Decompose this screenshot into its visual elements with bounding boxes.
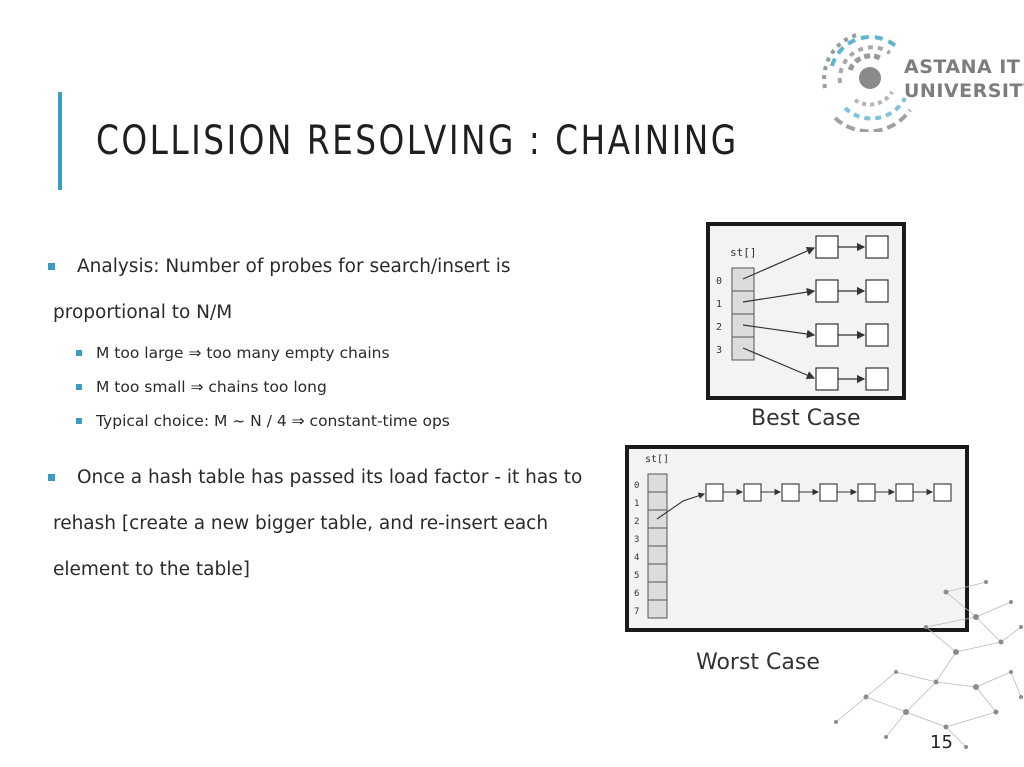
bullet-marker	[48, 474, 55, 481]
worst-case-index: 5	[634, 571, 639, 581]
best-case-array	[731, 267, 755, 361]
logo-text-line2: UNIVERSITY	[904, 80, 1024, 102]
sub-bullet-too-small: M too small ⇒ chains too long	[76, 377, 327, 397]
bullet-marker	[76, 384, 82, 390]
best-case-index: 1	[716, 299, 722, 310]
best-case-index: 3	[716, 345, 722, 356]
worst-case-array	[647, 473, 668, 619]
best-case-index: 2	[716, 322, 722, 333]
worst-case-diagram: st[] 0 1 2 3 4 5 6 7	[625, 445, 969, 632]
sub-bullet-too-large: M too large ⇒ too many empty chains	[76, 343, 390, 363]
best-case-chains	[815, 235, 889, 391]
bullet-analysis-text: Analysis: Number of probes for search/in…	[53, 256, 511, 323]
best-case-caption: Best Case	[751, 406, 861, 431]
slide-title: COLLISION RESOLVING : CHAINING	[96, 118, 739, 164]
bullet-marker	[76, 350, 82, 356]
bullet-rehash-text: Once a hash table has passed its load fa…	[53, 467, 583, 580]
worst-case-array-label: st[]	[645, 454, 669, 465]
worst-case-index: 0	[634, 481, 639, 491]
network-decoration-icon	[834, 580, 1023, 749]
bullet-rehash: Once a hash table has passed its load fa…	[48, 455, 618, 593]
worst-case-index: 3	[634, 535, 639, 545]
best-case-diagram: st[] 0 1 2 3	[706, 222, 906, 400]
worst-case-index: 2	[634, 517, 639, 527]
worst-case-index: 4	[634, 553, 639, 563]
bullet-marker	[76, 418, 82, 424]
worst-case-index: 7	[634, 607, 639, 617]
logo-text-line1: ASTANA IT	[904, 56, 1021, 78]
best-case-index: 0	[716, 276, 722, 287]
best-case-array-label: st[]	[730, 246, 757, 259]
worst-case-frame	[625, 445, 969, 632]
worst-case-index: 6	[634, 589, 639, 599]
sub-bullet-typical-choice: Typical choice: M ~ N / 4 ⇒ constant-tim…	[76, 411, 450, 431]
bullet-marker	[48, 263, 55, 270]
title-accent-bar	[58, 92, 62, 190]
bullet-analysis: Analysis: Number of probes for search/in…	[48, 244, 618, 336]
worst-case-caption: Worst Case	[696, 650, 820, 675]
university-logo-icon	[822, 32, 912, 132]
worst-case-index: 1	[634, 499, 639, 509]
page-number: 15	[930, 732, 953, 753]
